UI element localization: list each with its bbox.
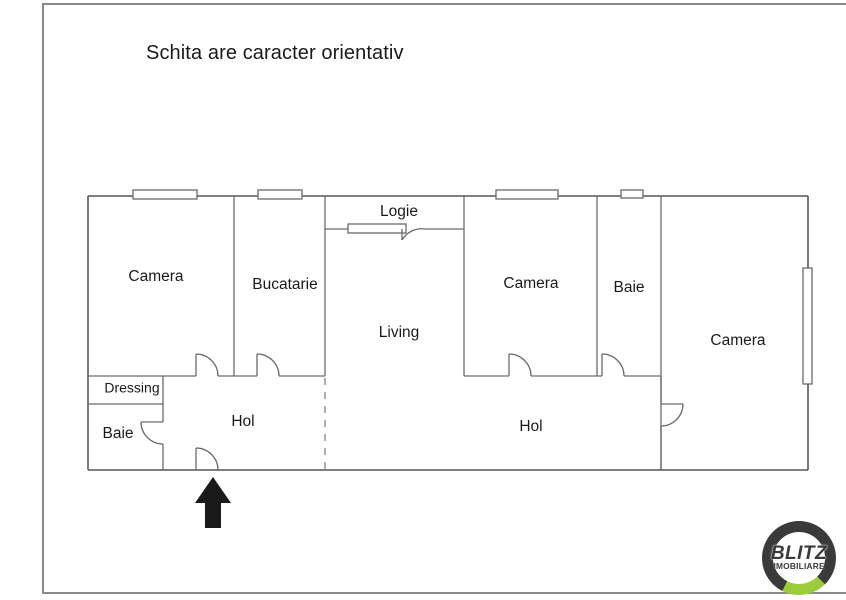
doors — [140, 228, 684, 471]
exterior-walls — [87, 195, 809, 471]
room-label-hol-right: Hol — [519, 418, 542, 435]
windows — [132, 189, 813, 385]
blitz-imobiliare-logo: BLITZ IMOBILIARE — [762, 521, 836, 595]
door-camera-left — [195, 353, 219, 377]
door-entrance — [195, 447, 219, 471]
door-camera-right — [660, 403, 684, 448]
door-logie — [401, 228, 426, 241]
logo-text: BLITZ IMOBILIARE — [762, 521, 836, 595]
logo-ring-inner — [773, 532, 825, 584]
page-title: Schita are caracter orientativ — [146, 42, 404, 64]
logo-brand-text: BLITZ — [770, 543, 828, 564]
room-label-logie: Logie — [380, 203, 418, 220]
door-baie-left — [140, 421, 164, 445]
window-logie — [347, 223, 407, 234]
entrance-arrow-icon — [195, 477, 231, 528]
window-camera-right — [802, 267, 813, 385]
frame-top-border — [42, 3, 846, 5]
room-label-baie-right: Baie — [613, 279, 644, 296]
room-label-bucatarie: Bucatarie — [252, 276, 317, 293]
window-camera-mid — [495, 189, 559, 200]
room-label-dressing: Dressing — [104, 380, 159, 396]
room-labels: Camera Bucatarie Logie Living Camera Bai… — [102, 203, 765, 442]
door-baie-right — [601, 353, 625, 377]
door-bucatarie — [256, 353, 280, 377]
frame-bottom-border — [42, 592, 846, 594]
room-label-camera-left: Camera — [128, 268, 184, 285]
room-label-camera-right: Camera — [710, 332, 766, 349]
room-label-baie-left: Baie — [102, 425, 133, 442]
window-baie-right — [620, 189, 644, 199]
window-bucatarie — [257, 189, 303, 200]
interior-walls — [87, 196, 662, 470]
logo-subtitle-text: IMOBILIARE — [773, 562, 825, 571]
frame-left-border — [42, 3, 44, 594]
room-label-living: Living — [379, 324, 420, 341]
window-camera-left — [132, 189, 198, 200]
room-label-hol-left: Hol — [231, 413, 254, 430]
room-label-camera-mid: Camera — [503, 275, 559, 292]
door-camera-mid — [508, 353, 532, 377]
